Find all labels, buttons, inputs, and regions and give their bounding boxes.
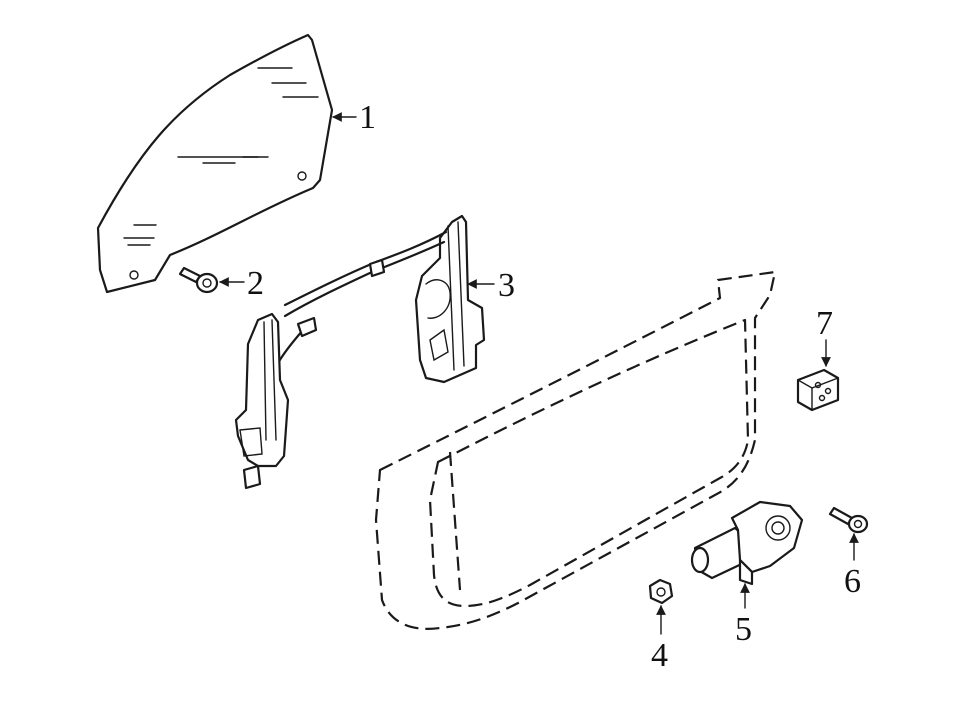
- callout-labels: 1 2 3 4 5 6 7: [247, 99, 861, 674]
- glass-bolt: [178, 266, 219, 294]
- callout-5: 5: [735, 611, 752, 648]
- door-outline: [374, 270, 777, 630]
- callout-arrows: [219, 112, 859, 635]
- callout-1: 1: [359, 99, 376, 136]
- callout-7: 7: [816, 305, 833, 342]
- callout-3: 3: [498, 267, 515, 304]
- motor-bolt: [828, 506, 869, 534]
- regulator-motor: [690, 500, 804, 586]
- bracket-pad: [796, 368, 840, 412]
- callout-4: 4: [651, 637, 668, 674]
- door-glass: [96, 33, 334, 294]
- nut: [648, 578, 674, 605]
- callout-2: 2: [247, 265, 264, 302]
- callout-6: 6: [844, 563, 861, 600]
- window-regulator: [234, 214, 486, 490]
